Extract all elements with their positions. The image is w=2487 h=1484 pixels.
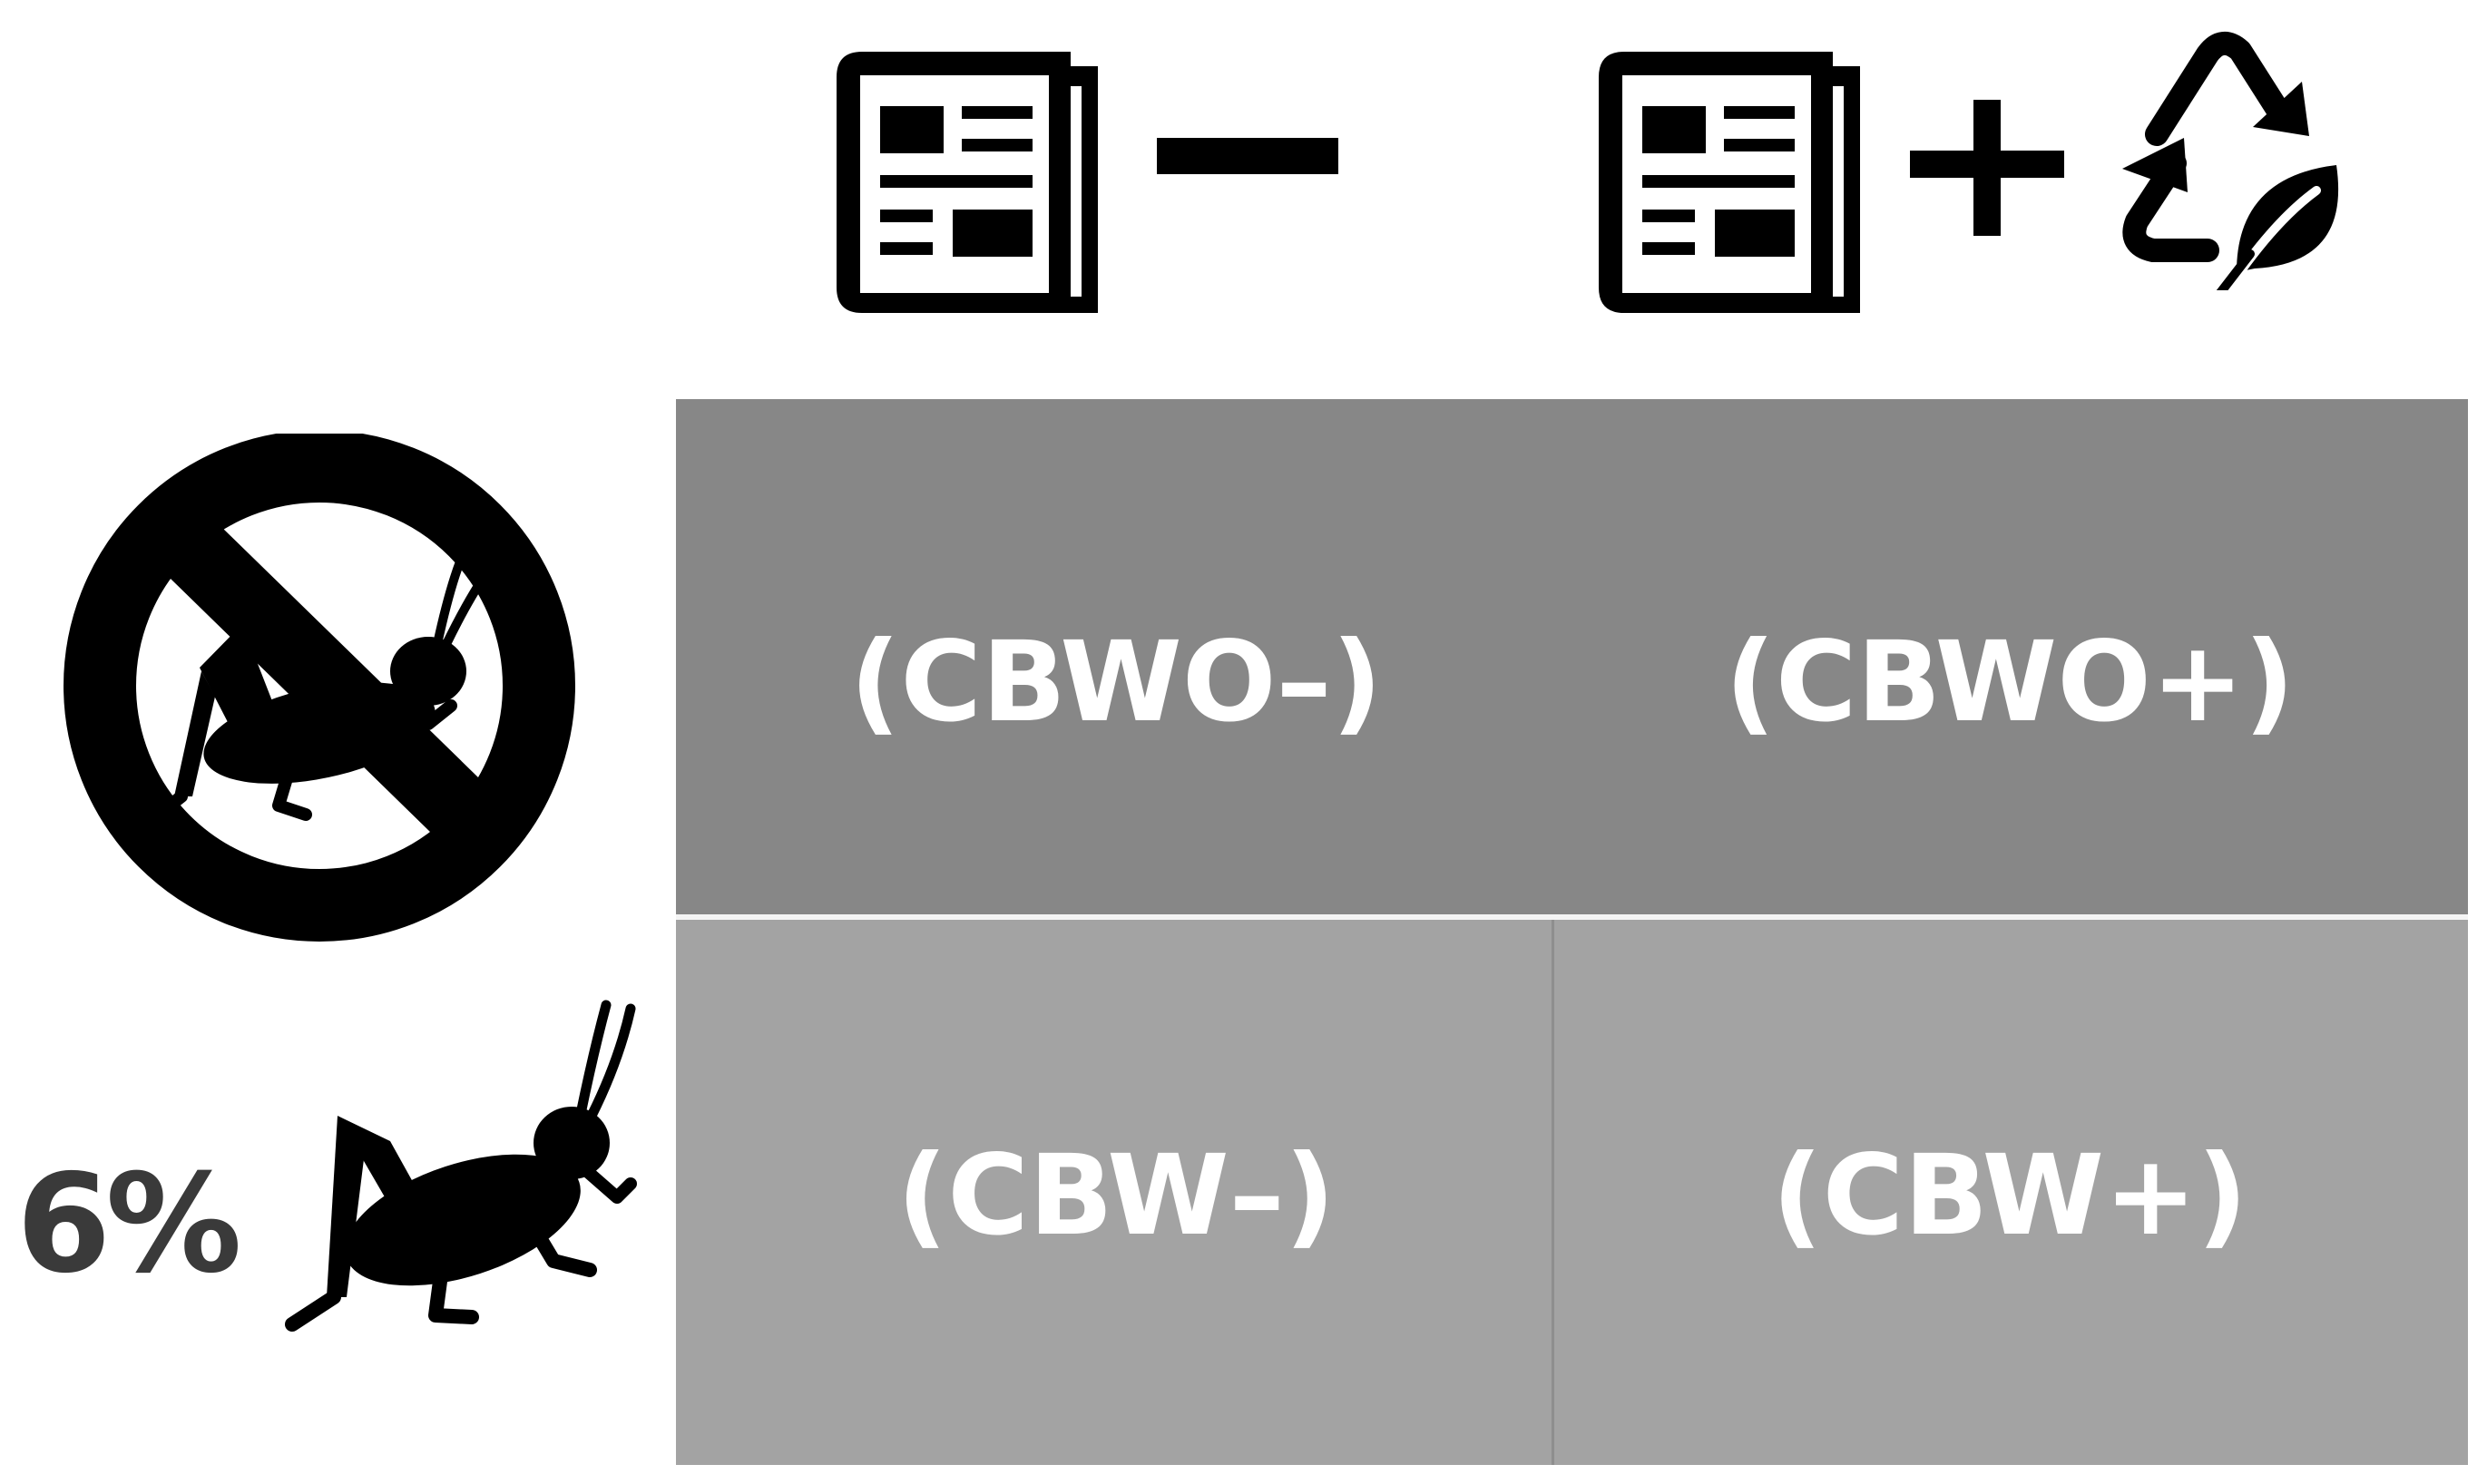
cricket-icon	[285, 1000, 637, 1332]
row-divider	[676, 914, 2468, 920]
row-with-crickets	[676, 920, 2468, 1465]
minus-sign-icon	[1157, 138, 1338, 174]
newspaper-icon	[1599, 52, 1860, 313]
cell-cbwo-minus: (CBWO–)	[849, 618, 1383, 747]
plus-sign-icon	[1910, 100, 2064, 236]
column-divider	[1552, 920, 1554, 1465]
percent-label: 6%	[16, 1146, 242, 1303]
row-without-crickets	[676, 399, 2468, 914]
newspaper-icon	[837, 52, 1098, 313]
treatment-grid: (CBWO–) (CBWO+) (CBW–) (CBW+)	[676, 399, 2468, 1465]
cell-cbwo-plus: (CBWO+)	[1725, 618, 2295, 747]
cell-cbw-plus: (CBW+)	[1771, 1131, 2248, 1260]
cell-cbw-minus: (CBW–)	[896, 1131, 1336, 1260]
no-cricket-icon	[64, 434, 575, 942]
recycle-leaf-icon	[2122, 32, 2339, 290]
